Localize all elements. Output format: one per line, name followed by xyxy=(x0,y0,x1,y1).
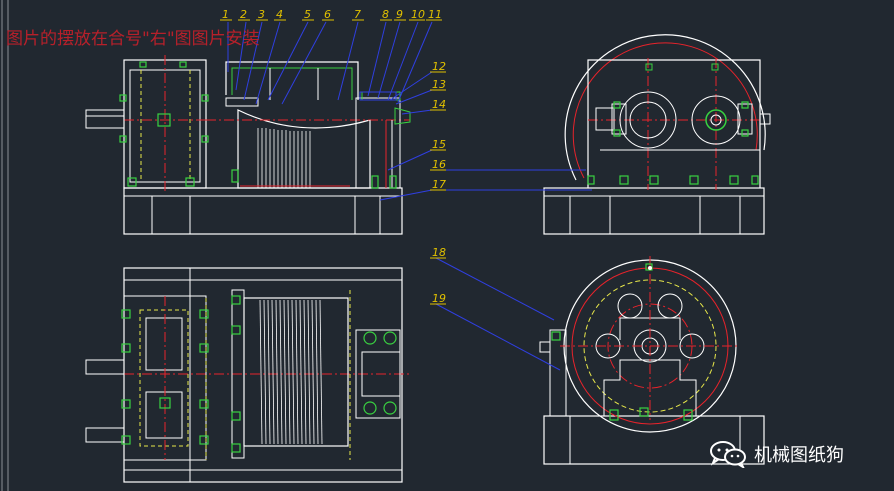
part-label-14: 14 xyxy=(432,98,446,111)
part-label-13: 13 xyxy=(432,78,446,91)
part-label-1: 1 xyxy=(222,8,229,21)
wechat-icon xyxy=(710,441,746,468)
part-label-16: 16 xyxy=(432,158,446,171)
leader-lines xyxy=(227,21,592,371)
part-labels: 1 2 3 4 5 6 7 8 9 10 11 12 13 14 15 16 1… xyxy=(222,8,446,305)
part-label-7: 7 xyxy=(354,8,361,21)
part-label-10: 10 xyxy=(411,8,425,21)
part-label-15: 15 xyxy=(432,138,446,151)
part-label-3: 3 xyxy=(258,8,265,21)
label-underlines xyxy=(220,19,446,305)
part-label-12: 12 xyxy=(432,60,446,73)
front-view xyxy=(85,55,411,235)
part-label-18: 18 xyxy=(432,246,446,259)
watermark-text: 机械图纸狗 xyxy=(754,445,844,466)
part-label-6: 6 xyxy=(324,8,331,21)
part-label-19: 19 xyxy=(432,292,446,305)
side-view xyxy=(543,34,771,235)
part-label-5: 5 xyxy=(304,8,311,21)
watermark: 机械图纸狗 xyxy=(708,440,844,468)
part-label-17: 17 xyxy=(432,178,446,191)
top-view xyxy=(85,267,410,483)
part-label-2: 2 xyxy=(240,8,247,21)
part-label-9: 9 xyxy=(396,8,403,21)
overlay-text: 图片的摆放在合号"右"图图片安装 xyxy=(6,29,260,49)
part-label-11: 11 xyxy=(428,8,442,21)
part-label-8: 8 xyxy=(382,8,389,21)
part-label-4: 4 xyxy=(276,8,283,21)
end-view xyxy=(539,256,765,465)
